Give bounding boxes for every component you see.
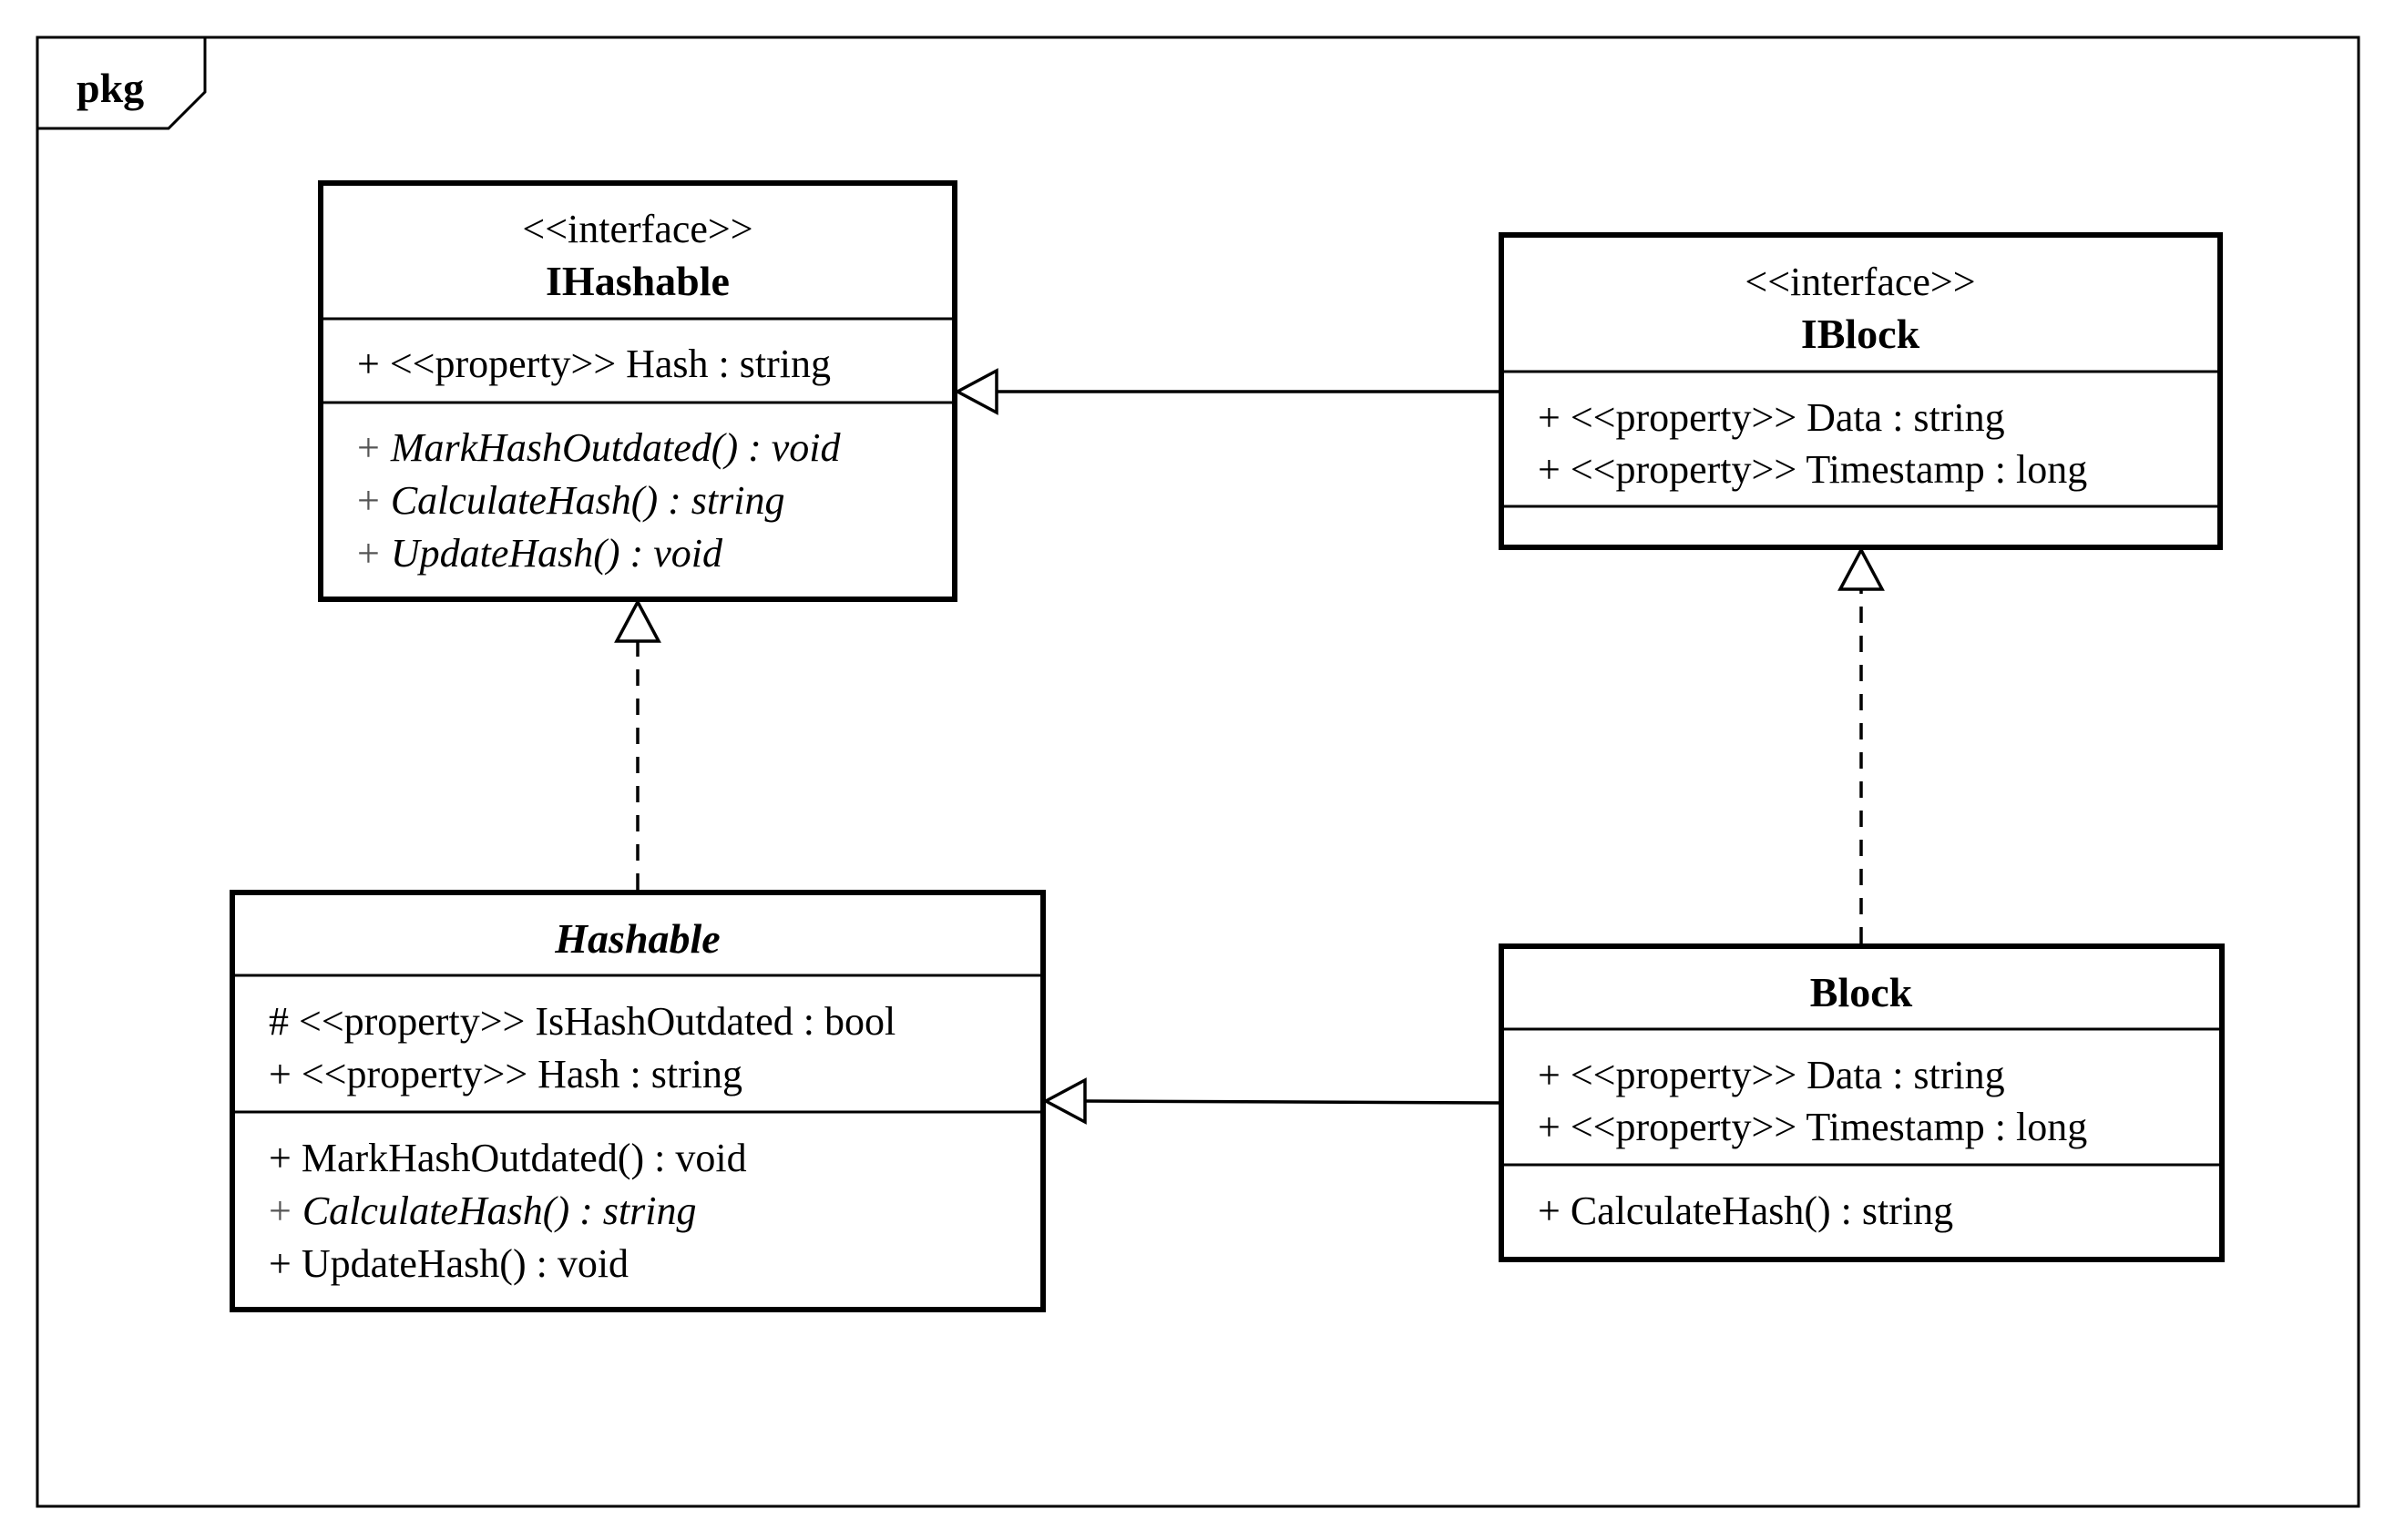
- operation-update-hash: + UpdateHash() : void: [269, 1241, 629, 1286]
- class-name: IHashable: [546, 258, 730, 304]
- attribute-timestamp: + <<property>> Timestamp : long: [1538, 447, 2087, 492]
- visibility-marker: +: [357, 425, 380, 470]
- operation-text: CalculateHash() : string: [391, 478, 785, 523]
- realization-hashable-to-ihashable[interactable]: [614, 598, 661, 890]
- class-name: IBlock: [1801, 311, 1920, 357]
- class-iblock[interactable]: <<interface>> IBlock + <<property>> Data…: [1499, 232, 2223, 550]
- visibility-marker: +: [357, 478, 380, 523]
- attribute-timestamp: + <<property>> Timestamp : long: [1538, 1105, 2087, 1149]
- operation-text: CalculateHash() : string: [302, 1188, 697, 1233]
- attribute-data: + <<property>> Data : string: [1538, 1053, 2005, 1097]
- visibility-marker: +: [357, 531, 380, 576]
- operation-calculate-hash: +CalculateHash() : string: [269, 1188, 696, 1233]
- attribute-hash: + <<property>> Hash : string: [357, 342, 831, 386]
- stereotype-label: <<interface>>: [522, 207, 752, 251]
- hollow-triangle-arrowhead: [1837, 546, 1885, 591]
- class-hashable[interactable]: Hashable # <<property>> IsHashOutdated :…: [230, 890, 1046, 1312]
- generalization-block-to-hashable[interactable]: [1042, 1077, 1499, 1125]
- generalization-iblock-to-ihashable[interactable]: [954, 368, 1499, 415]
- operation-update-hash: +UpdateHash() : void: [357, 531, 723, 576]
- package-frame: pkg: [36, 36, 2360, 1508]
- class-box: [318, 180, 957, 602]
- operation-calculate-hash: +CalculateHash() : string: [357, 478, 784, 523]
- class-box: [1499, 943, 2225, 1262]
- stereotype-label: <<interface>>: [1745, 260, 1975, 304]
- class-block[interactable]: Block + <<property>> Data : string + <<p…: [1499, 943, 2225, 1262]
- operation-mark-hash-outdated: +MarkHashOutdated() : void: [357, 425, 841, 470]
- attribute-data: + <<property>> Data : string: [1538, 395, 2005, 440]
- package-border: [36, 36, 2360, 1508]
- attribute-hash: + <<property>> Hash : string: [269, 1052, 742, 1096]
- class-box: [230, 890, 1046, 1312]
- hollow-triangle-arrowhead: [1042, 1077, 1087, 1125]
- relation-line: [1084, 1099, 1499, 1105]
- attribute-is-hash-outdated: # <<property>> IsHashOutdated : bool: [269, 999, 896, 1044]
- package-tab: [37, 37, 207, 130]
- operation-calculate-hash: + CalculateHash() : string: [1538, 1188, 1953, 1233]
- class-name: Block: [1810, 969, 1913, 1015]
- visibility-marker: +: [269, 1188, 292, 1233]
- operation-text: UpdateHash() : void: [391, 531, 723, 576]
- hollow-triangle-arrowhead: [954, 368, 998, 415]
- operation-text: MarkHashOutdated() : void: [390, 425, 842, 470]
- class-box: [1499, 232, 2223, 550]
- operation-mark-hash-outdated: + MarkHashOutdated() : void: [269, 1136, 747, 1180]
- class-name: Hashable: [554, 915, 720, 962]
- package-label: pkg: [77, 65, 144, 111]
- realization-block-to-iblock[interactable]: [1837, 546, 1885, 943]
- class-ihashable[interactable]: <<interface>> IHashable + <<property>> H…: [318, 180, 957, 602]
- hollow-triangle-arrowhead: [614, 598, 661, 643]
